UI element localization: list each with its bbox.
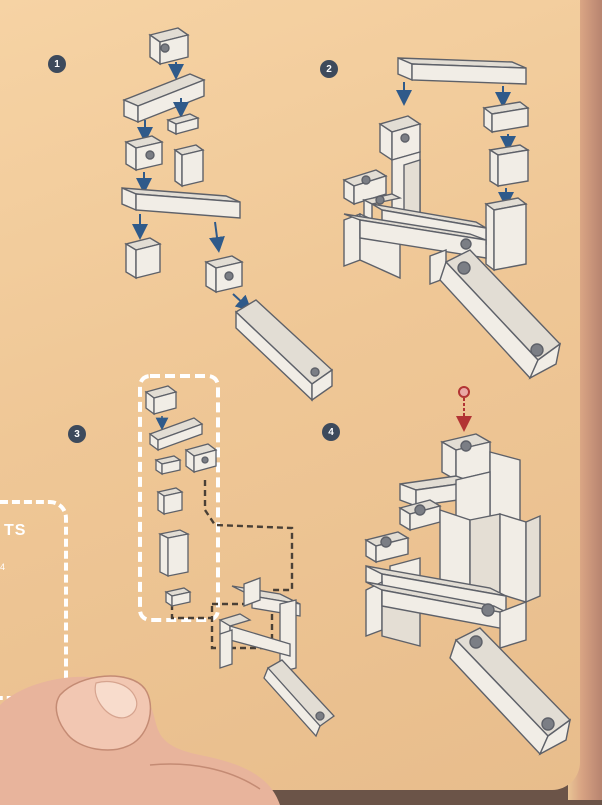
cube-block	[204, 255, 244, 294]
step-badge-2: 2	[320, 60, 338, 78]
step-badge-1: 1	[48, 55, 66, 73]
guide-line	[203, 480, 294, 592]
step-number: 3	[74, 428, 80, 440]
step-number: 4	[328, 426, 334, 438]
cube-block	[184, 443, 218, 474]
step-number: 2	[326, 63, 332, 75]
arch-block	[124, 237, 162, 280]
rail-block	[148, 417, 204, 452]
half-block	[482, 101, 530, 134]
cube-block	[144, 385, 178, 416]
pillar-block	[484, 197, 528, 272]
rail-block	[122, 73, 206, 124]
hand	[0, 675, 280, 805]
cube-block	[148, 27, 190, 66]
half-block	[166, 113, 200, 136]
slide-block	[263, 659, 335, 738]
assembly-diagrams	[121, 27, 572, 756]
arch-block	[156, 487, 184, 516]
step-4-diagram	[364, 386, 572, 756]
drop-point-marker	[458, 386, 470, 398]
tower-assembly	[218, 577, 301, 673]
step-badge-4: 4	[322, 423, 340, 441]
thumbnail	[94, 680, 138, 719]
step-2-diagram	[342, 56, 562, 380]
half-block	[154, 455, 182, 476]
pillar-block	[488, 144, 530, 188]
slide-block	[439, 249, 562, 380]
side-info-title: TS	[4, 522, 27, 539]
pillar-block	[158, 529, 190, 578]
side-info-subtitle: 4	[0, 562, 6, 572]
cube-block	[124, 135, 164, 172]
slide-block	[449, 627, 572, 756]
guide-line	[170, 604, 212, 620]
step-3-diagram	[138, 374, 335, 738]
parts-group-outline	[138, 374, 220, 622]
step-1-diagram	[121, 27, 334, 402]
target-outline	[210, 602, 274, 650]
step-badge-3: 3	[68, 425, 86, 443]
tower-assembly	[364, 433, 541, 649]
pillar-block	[173, 144, 205, 188]
slide-block	[234, 299, 334, 402]
rail-block	[397, 56, 527, 85]
long-rail-block	[121, 186, 241, 219]
step-number: 1	[54, 58, 60, 70]
instruction-page: 1 2 3 4 TS 4	[0, 0, 580, 790]
tower-assembly	[342, 115, 487, 286]
half-block	[164, 587, 192, 608]
